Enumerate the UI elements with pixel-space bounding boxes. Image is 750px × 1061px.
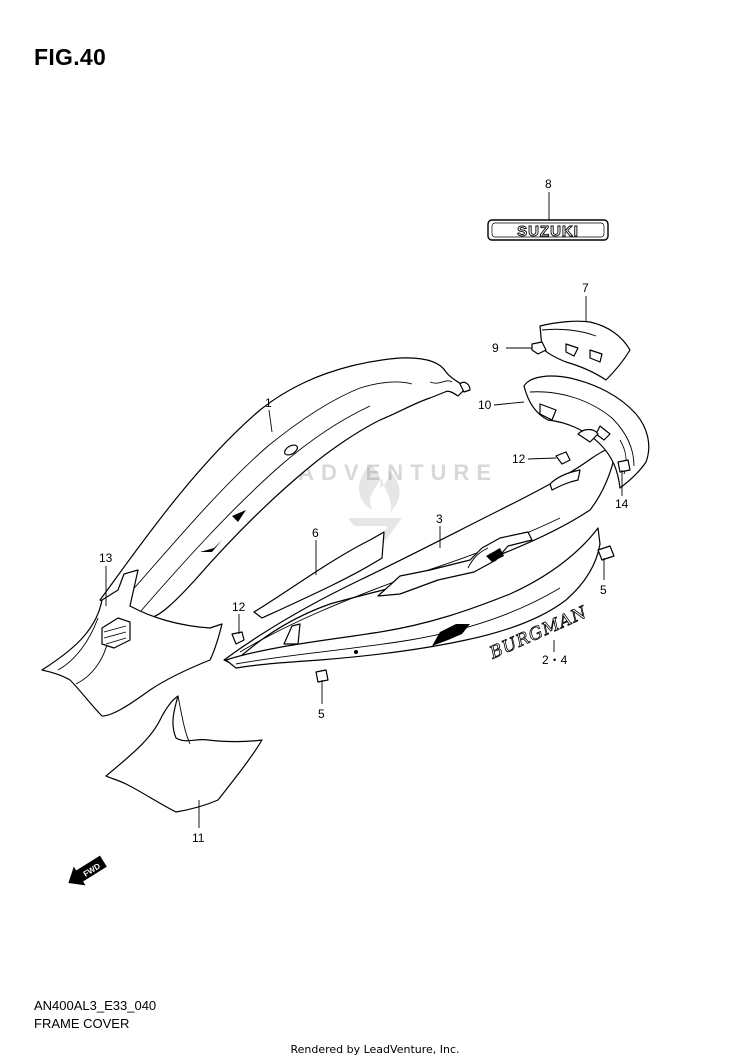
fastener-5-lower (315, 669, 329, 683)
callout-1: 1 (265, 396, 272, 410)
watermark-logo (348, 465, 402, 548)
part-8-suzuki-emblem: SUZUKI (487, 219, 609, 241)
callout-3: 3 (436, 512, 443, 526)
callout-13: 13 (99, 551, 113, 565)
figure-title: FIG.40 (34, 44, 107, 70)
part-3-side-cover (223, 447, 617, 665)
fastener-12-lower (231, 631, 245, 645)
figure-name: FRAME COVER (34, 1016, 130, 1031)
callout-9: 9 (492, 341, 499, 355)
part-1-upper-frame-cover (99, 357, 471, 619)
callout-2-4: 2・4 (542, 653, 568, 667)
fwd-arrow-icon: FWD (68, 855, 107, 886)
suzuki-text: SUZUKI (517, 223, 579, 240)
callout-10: 10 (478, 398, 492, 412)
fastener-12-upper (555, 451, 571, 465)
part-13-front-inner-cover (41, 569, 223, 717)
callout-6: 6 (312, 526, 319, 540)
callout-8: 8 (545, 177, 552, 191)
render-credit: Rendered by LeadVenture, Inc. (290, 1043, 460, 1056)
figure-code: AN400AL3_E33_040 (34, 998, 157, 1013)
callout-7: 7 (582, 281, 589, 295)
callout-5-right: 5 (600, 583, 607, 597)
callout-5-lower: 5 (318, 707, 325, 721)
fastener-9 (531, 341, 547, 355)
callout-12-upper: 12 (512, 452, 526, 466)
part-2-4-lower-side-cover (225, 527, 601, 669)
callout-14: 14 (615, 497, 629, 511)
part-7-rear-top-cover (539, 320, 631, 381)
leader-lines (105, 192, 623, 828)
fastener-14 (617, 459, 631, 473)
fastener-5-right (597, 545, 615, 561)
callout-12-lower: 12 (232, 600, 246, 614)
part-10-rear-cover-bracket (523, 375, 650, 489)
part-11-floor-panel (105, 695, 263, 813)
part-6-side-panel (253, 531, 385, 619)
callout-11: 11 (192, 831, 205, 845)
